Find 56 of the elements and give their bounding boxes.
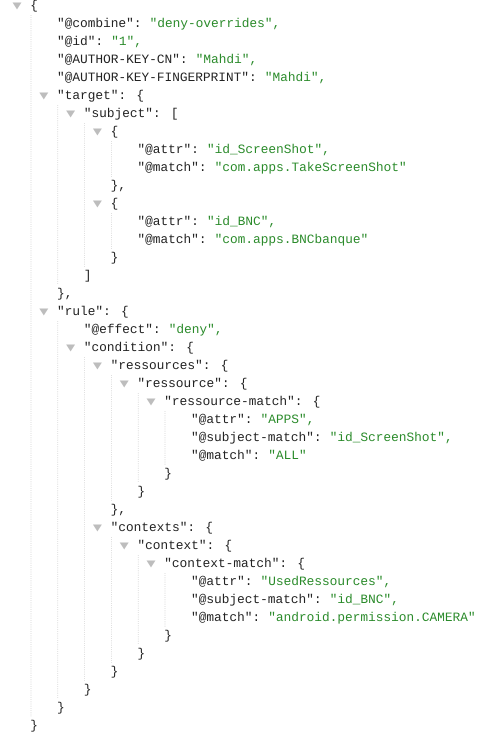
json-value: "Mahdi", bbox=[197, 54, 254, 66]
json-key: "@id": bbox=[58, 36, 100, 47]
json-key: { bbox=[32, 0, 37, 12]
json-key: "@subject-match": bbox=[192, 594, 318, 606]
json-value: "UsedRessources", bbox=[262, 576, 388, 588]
json-key: "@AUTHOR-KEY-CN": bbox=[58, 54, 184, 65]
json-key: "@match": bbox=[192, 612, 257, 623]
json-value: "id_BNC", bbox=[208, 216, 273, 228]
json-key: } bbox=[165, 468, 170, 480]
json-value: "id_ScreenShot", bbox=[331, 432, 450, 444]
json-key: } bbox=[165, 630, 170, 642]
json-key: } bbox=[112, 666, 117, 678]
json-key: "target": { bbox=[58, 90, 143, 102]
json-key: "subject": [ bbox=[86, 108, 177, 120]
json-value: "com.apps.TakeScreenShot" bbox=[216, 162, 405, 174]
json-value: "deny", bbox=[170, 324, 220, 336]
json-key: "@attr": bbox=[192, 576, 250, 587]
json-key: "contexts": { bbox=[112, 522, 212, 534]
json-key: } bbox=[31, 720, 36, 732]
json-value: "ALL" bbox=[270, 450, 305, 459]
json-key: }, bbox=[112, 504, 123, 516]
json-key: "@attr": bbox=[139, 144, 196, 155]
json-key: } bbox=[138, 648, 144, 660]
json-key: "@subject-match": bbox=[192, 432, 318, 444]
json-key: "@attr": bbox=[192, 414, 250, 425]
json-key: "context": { bbox=[139, 540, 232, 552]
json-key: "rule": { bbox=[58, 306, 128, 318]
json-key: "@combine": bbox=[58, 18, 138, 29]
json-key: "@match": bbox=[139, 162, 204, 173]
json-key: } bbox=[58, 702, 64, 714]
json-key: } bbox=[84, 684, 90, 696]
json-key: "@attr": bbox=[139, 216, 196, 227]
json-value: "android.permission.CAMERA" bbox=[270, 612, 474, 624]
json-key: "ressource": { bbox=[139, 378, 246, 390]
json-value: "APPS", bbox=[262, 414, 311, 426]
json-key: } bbox=[138, 486, 144, 498]
json-key: "@match": bbox=[192, 450, 257, 461]
json-key: "@effect": bbox=[86, 324, 158, 335]
json-key: ] bbox=[86, 270, 89, 282]
json-key: } bbox=[112, 252, 117, 264]
json-key: }, bbox=[58, 288, 69, 300]
json-key: { bbox=[112, 126, 118, 138]
json-key: "condition": { bbox=[86, 342, 193, 354]
json-key: "@match": bbox=[139, 234, 204, 245]
json-value: "com.apps.BNCbanque" bbox=[216, 234, 366, 246]
json-key: { bbox=[112, 198, 118, 210]
json-value: "1", bbox=[112, 36, 139, 48]
json-key: "@AUTHOR-KEY-FINGERPRINT": bbox=[58, 72, 254, 83]
json-key: "ressources": { bbox=[112, 360, 228, 372]
json-key: "ressource-match": { bbox=[166, 396, 320, 408]
json-key: }, bbox=[112, 180, 123, 192]
json-key: "context-match": { bbox=[166, 558, 304, 570]
json-value: "id_BNC", bbox=[331, 594, 396, 606]
json-value: "Mahdi", bbox=[266, 72, 323, 84]
json-value: "deny-overrides", bbox=[151, 18, 277, 30]
json-value: "id_ScreenShot", bbox=[208, 144, 326, 156]
